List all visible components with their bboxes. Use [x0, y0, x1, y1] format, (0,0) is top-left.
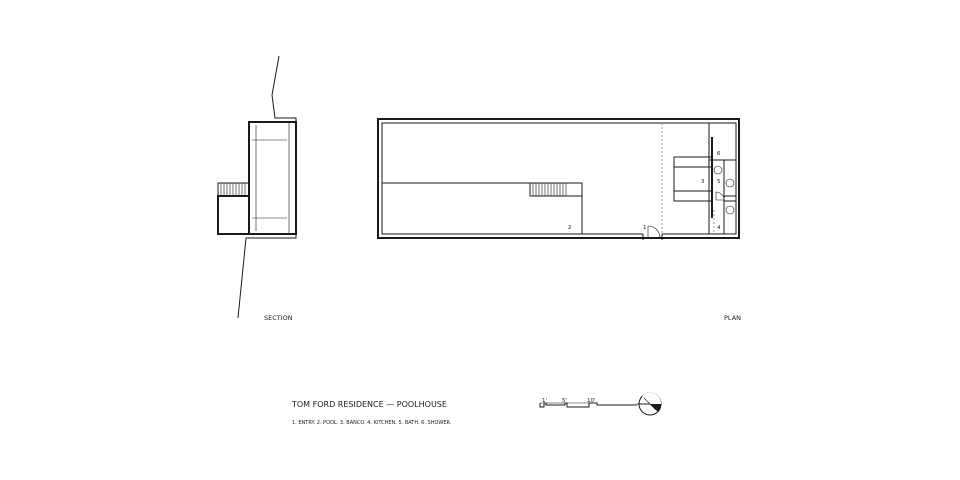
- plan-pool-steps: [529, 182, 583, 197]
- section-steps-hatch: [217, 182, 250, 197]
- plan-number-banco: 3: [701, 179, 705, 185]
- section-ground-line-lower: [237, 234, 297, 319]
- section-pool-basin: [217, 195, 250, 235]
- north-arrow-icon: [637, 392, 662, 416]
- scale-tick-10: 10': [587, 398, 596, 404]
- plan-service-core: [708, 123, 736, 234]
- plan-bath-door: [715, 191, 725, 201]
- plan-drawing: 1 2 3 4 5 6 PLAN: [377, 118, 741, 322]
- plan-pool-boundary: [382, 182, 583, 234]
- plan-entry-door: [642, 225, 663, 240]
- plan-number-entry: 1: [643, 225, 647, 231]
- plan-number-kitchen: 4: [717, 225, 721, 231]
- section-ground-line: [271, 55, 297, 122]
- plan-fixture-toilet: [725, 178, 735, 188]
- scale-tick-1: 1': [542, 398, 547, 404]
- plan-fixture-basin: [725, 205, 735, 215]
- plan-inner-wall-left: [381, 122, 737, 235]
- plan-number-pool: 2: [568, 225, 572, 231]
- scale-tick-5: 5': [562, 398, 567, 404]
- plan-fixture-sink: [713, 165, 723, 175]
- room-legend: 1. ENTRY. 2. POOL. 3. BANCO. 4. KITCHEN.…: [292, 420, 452, 426]
- scale-bar: 1' 5' 10': [539, 398, 637, 408]
- plan-number-shower: 6: [717, 151, 721, 157]
- drawing-title: TOM FORD RESIDENCE — POOLHOUSE: [291, 400, 447, 409]
- plan-number-bath: 5: [717, 179, 721, 185]
- section-label: SECTION: [264, 314, 293, 322]
- plan-label: PLAN: [724, 314, 741, 322]
- plan-banco: [673, 137, 713, 218]
- plan-outer-wall: [377, 118, 740, 239]
- section-drawing: SECTION: [217, 55, 297, 322]
- section-building-outline: [248, 121, 297, 235]
